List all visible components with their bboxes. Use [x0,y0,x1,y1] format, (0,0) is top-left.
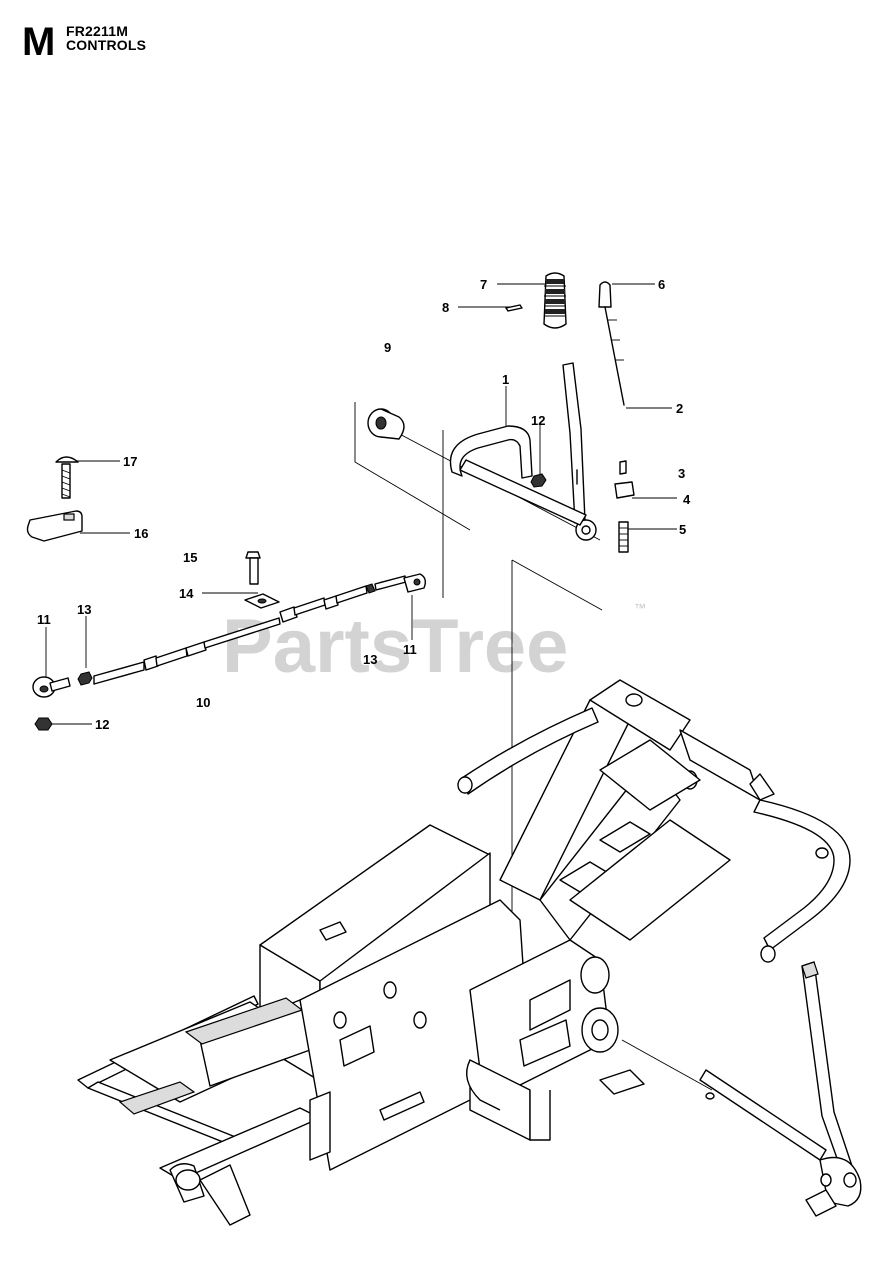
hex-nut-bottom [34,717,53,731]
pivot-nut [530,473,547,488]
callout-13-right: 13 [363,652,377,667]
model-number: FR2211M [66,23,129,39]
ball-joint-left [32,676,71,698]
callout-13: 13 [77,602,91,617]
callout-17: 17 [123,454,137,469]
tractor-frame [77,679,862,1226]
pedal-shaft [699,1069,827,1161]
callout-11-right: 11 [403,642,417,657]
callout-14: 14 [179,586,194,601]
plate-and-screw [26,456,83,542]
steering-arm-right [753,799,851,951]
callout-5: 5 [679,522,686,537]
spacer [619,460,627,475]
bushing [367,408,405,440]
steering-arm-left [461,707,599,795]
callout-6: 6 [658,277,665,292]
cable-clamp [244,593,280,609]
callout-2: 2 [676,401,683,416]
watermark-text: PartsTree [222,604,568,689]
roll-pin [505,304,523,312]
callout-12-bottom: 12 [95,717,109,732]
watermark: PartsTree ™ [222,601,646,689]
lever-pivot-bracket [367,408,587,526]
callout-7: 7 [480,277,487,292]
screw [55,456,79,499]
section-title: CONTROLS [66,37,147,53]
ball-joint-right [403,573,427,593]
callout-10: 10 [196,695,210,710]
shift-knob [543,272,567,329]
callout-11: 11 [37,612,51,627]
callout-3: 3 [678,466,685,481]
shift-knob-assembly [505,272,635,553]
callout-1: 1 [502,372,509,387]
callout-16: 16 [134,526,148,541]
watermark-trademark: ™ [634,601,646,615]
callout-leader-lines [45,283,677,725]
callout-4: 4 [683,492,691,507]
control-cable-assembly [32,551,427,731]
callout-12: 12 [531,413,545,428]
section-letter: M [22,20,56,64]
pivot-bracket-loop [449,425,533,479]
cable-body [93,575,407,685]
lever-bolt [598,281,625,406]
clamp-bolt [245,551,261,585]
shift-lever [562,362,597,541]
hex-nut-left [77,671,93,686]
lock-plate [614,481,635,499]
callout-15: 15 [183,550,197,565]
callout-labels: 1 2 3 4 5 6 7 8 9 10 11 12 13 14 15 16 1… [37,277,691,732]
callout-8: 8 [442,300,449,315]
pivot-shaft [459,459,587,526]
spring-pin [618,521,629,553]
callout-9: 9 [384,340,391,355]
